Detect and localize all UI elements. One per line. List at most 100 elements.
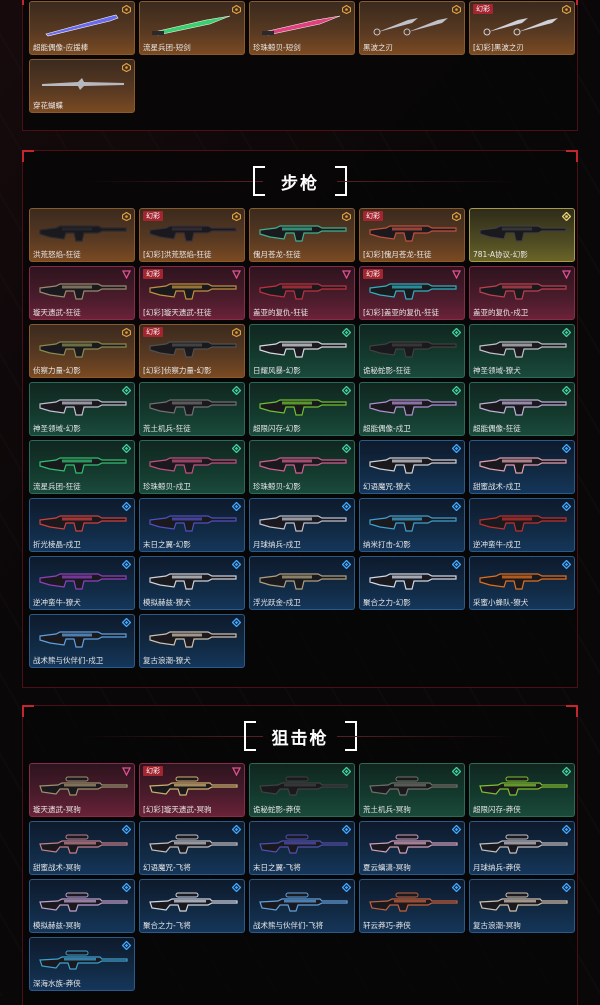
weapon-skin-card[interactable]: 黑波之刃 (359, 1, 465, 55)
kunai-icon (478, 12, 566, 38)
weapon-skin-name: 盖亚的复仇-戍卫 (473, 308, 529, 317)
weapon-skin-card[interactable]: 盖亚的复仇-戍卫 (469, 266, 575, 320)
variant-tag: 幻彩 (143, 269, 163, 279)
weapon-skin-card[interactable]: 幻语魔咒-獠犬 (359, 440, 465, 494)
weapon-skin-card[interactable]: 超能偶像-狂徒 (469, 382, 575, 436)
weapon-skin-card[interactable]: 幻彩[幻彩]黑波之刃 (469, 1, 575, 55)
rarity-tier-icon (232, 825, 241, 834)
weapon-skin-card[interactable]: 纳米打击-幻影 (359, 498, 465, 552)
weapon-skin-card[interactable]: 复古浪潮-獠犬 (139, 614, 245, 668)
weapon-skin-card[interactable]: 甜蜜战术-冥驹 (29, 821, 135, 875)
rarity-tier-icon (232, 444, 241, 453)
weapon-skin-card[interactable]: 珍珠鲸贝-戍卫 (139, 440, 245, 494)
weapon-skin-card[interactable]: 781-A协议-幻影 (469, 208, 575, 262)
rarity-tier-icon (562, 444, 571, 453)
weapon-skin-card[interactable]: 流星兵团-短剑 (139, 1, 245, 55)
rarity-tier-icon (342, 560, 351, 569)
rifle-icon (368, 509, 457, 535)
rarity-tier-icon (342, 328, 351, 337)
weapon-skin-card[interactable]: 聚合之力-幻影 (359, 556, 465, 610)
weapon-skin-card[interactable]: 幻语魔咒-飞将 (139, 821, 245, 875)
weapon-skin-card[interactable]: 月球纳兵-戍卫 (249, 498, 355, 552)
weapon-skin-name: 聚合之力-飞将 (143, 921, 191, 930)
weapon-skin-card[interactable]: 幻彩[幻彩]璇天遗武-狂徒 (139, 266, 245, 320)
weapon-skin-card[interactable]: 轩云莽巧-莽侠 (359, 879, 465, 933)
weapon-skin-card[interactable]: 神圣领域-幻影 (29, 382, 135, 436)
weapon-skin-name: 聚合之力-幻影 (363, 598, 411, 607)
weapon-skin-card[interactable]: 夏云螭潇-冥驹 (359, 821, 465, 875)
rifle-section-header: 步枪 (23, 161, 577, 201)
rifle-icon (38, 625, 127, 651)
sniper-icon (258, 774, 348, 800)
rarity-tier-icon (342, 212, 351, 221)
weapon-skin-name: 日耀风暴-幻影 (253, 366, 301, 375)
sniper-section-title: 狙击枪 (271, 728, 329, 749)
weapon-skin-name: 幻语魔咒-獠犬 (363, 482, 411, 491)
weapon-skin-card[interactable]: 月球纳兵-莽侠 (469, 821, 575, 875)
weapon-skin-card[interactable]: 超能偶像-戍卫 (359, 382, 465, 436)
rarity-tier-icon (232, 560, 241, 569)
weapon-skin-card[interactable]: 浮光跃金-戍卫 (249, 556, 355, 610)
rarity-tier-icon (452, 767, 461, 776)
sniper-icon (38, 948, 128, 974)
weapon-skin-name: 模拟赫兹-冥驹 (33, 921, 81, 930)
weapon-skin-card[interactable]: 超限闪存-幻影 (249, 382, 355, 436)
rifle-icon (258, 567, 347, 593)
sniper-icon (38, 832, 128, 858)
rarity-tier-icon (232, 5, 241, 14)
variant-tag: 幻彩 (363, 269, 383, 279)
weapon-skin-card[interactable]: 采蜜小蜂队-獠犬 (469, 556, 575, 610)
weapon-skin-card[interactable]: 模拟赫兹-冥驹 (29, 879, 135, 933)
weapon-skin-card[interactable]: 幻彩[幻彩]盖亚的复仇-狂徒 (359, 266, 465, 320)
weapon-skin-card[interactable]: 日耀风暴-幻影 (249, 324, 355, 378)
weapon-skin-card[interactable]: 荒土机兵-冥驹 (359, 763, 465, 817)
rifle-icon (148, 567, 237, 593)
weapon-skin-card[interactable]: 末日之翼-飞将 (249, 821, 355, 875)
rarity-tier-icon (562, 5, 571, 14)
rarity-tier-icon (342, 825, 351, 834)
weapon-skin-card[interactable]: 洪荒怒焰-狂徒 (29, 208, 135, 262)
weapon-skin-card[interactable]: 璇天遗武-狂徒 (29, 266, 135, 320)
rarity-tier-icon (562, 328, 571, 337)
variant-tag: 幻彩 (143, 211, 163, 221)
rarity-tier-icon (232, 328, 241, 337)
weapon-skin-card[interactable]: 盖亚的复仇-狂徒 (249, 266, 355, 320)
weapon-skin-card[interactable]: 珍珠鲸贝-幻影 (249, 440, 355, 494)
weapon-skin-card[interactable]: 幻彩[幻彩]侦察力量-幻影 (139, 324, 245, 378)
weapon-skin-card[interactable]: 深海水族-莽侠 (29, 937, 135, 991)
weapon-skin-name: 战术熊与伙伴们-戍卫 (33, 656, 104, 665)
weapon-skin-card[interactable]: 复古浪潮-冥驹 (469, 879, 575, 933)
weapon-skin-card[interactable]: 幻彩[幻彩]傀月苍龙-狂徒 (359, 208, 465, 262)
weapon-skin-card[interactable]: 战术熊与伙伴们-飞将 (249, 879, 355, 933)
weapon-skin-card[interactable]: 模拟赫兹-獠犬 (139, 556, 245, 610)
weapon-skin-card[interactable]: 傀月苍龙-狂徒 (249, 208, 355, 262)
rarity-tier-icon (452, 386, 461, 395)
weapon-skin-card[interactable]: 穿花蝴蝶 (29, 59, 135, 113)
weapon-skin-card[interactable]: 甜蜜战术-戍卫 (469, 440, 575, 494)
weapon-skin-card[interactable]: 侦察力量-幻影 (29, 324, 135, 378)
weapon-skin-card[interactable]: 末日之翼-幻影 (139, 498, 245, 552)
rifle-icon (148, 451, 237, 477)
weapon-skin-card[interactable]: 诡秘蛇影-莽侠 (249, 763, 355, 817)
rarity-tier-icon (342, 5, 351, 14)
weapon-skin-card[interactable]: 超限闪存-莽侠 (469, 763, 575, 817)
rarity-tier-icon (232, 618, 241, 627)
weapon-skin-card[interactable]: 璇天遗武-冥驹 (29, 763, 135, 817)
weapon-skin-name: 超能偶像-应援棒 (33, 43, 89, 52)
weapon-skin-card[interactable]: 诡秘蛇影-狂徒 (359, 324, 465, 378)
weapon-skin-name: 月球纳兵-戍卫 (253, 540, 301, 549)
weapon-skin-card[interactable]: 流星兵团-狂徒 (29, 440, 135, 494)
weapon-skin-card[interactable]: 荒土机兵-狂徒 (139, 382, 245, 436)
weapon-skin-card[interactable]: 幻彩[幻彩]洪荒怒焰-狂徒 (139, 208, 245, 262)
rifle-icon (148, 393, 237, 419)
weapon-skin-card[interactable]: 珍珠鲸贝-短剑 (249, 1, 355, 55)
weapon-skin-card[interactable]: 战术熊与伙伴们-戍卫 (29, 614, 135, 668)
weapon-skin-card[interactable]: 神圣领域-獠犬 (469, 324, 575, 378)
weapon-skin-card[interactable]: 聚合之力-飞将 (139, 879, 245, 933)
weapon-skin-card[interactable]: 幻彩[幻彩]璇天遗武-冥驹 (139, 763, 245, 817)
weapon-skin-card[interactable]: 超能偶像-应援棒 (29, 1, 135, 55)
weapon-skin-card[interactable]: 折光棱晶-戍卫 (29, 498, 135, 552)
weapon-skin-card[interactable]: 逆冲蛮牛-獠犬 (29, 556, 135, 610)
weapon-skin-card[interactable]: 逆冲蛮牛-戍卫 (469, 498, 575, 552)
rarity-tier-icon (122, 618, 131, 627)
